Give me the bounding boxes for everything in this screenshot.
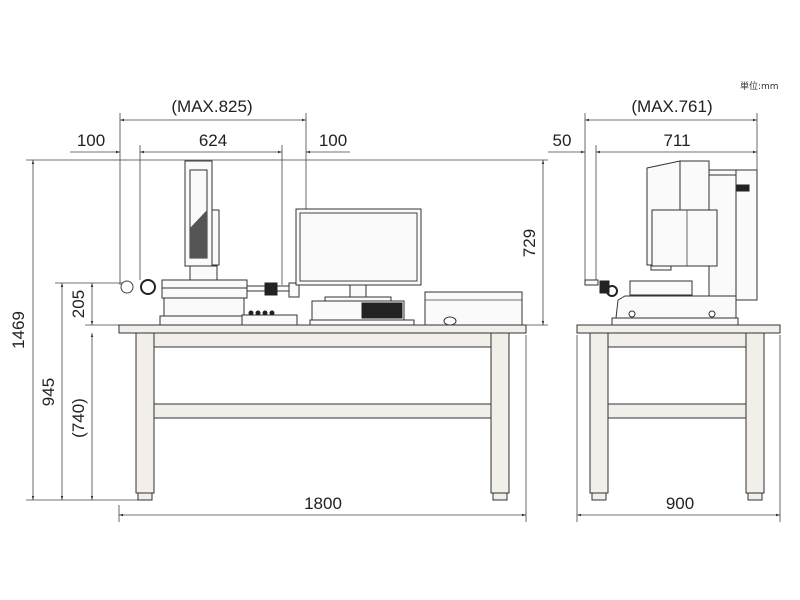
controller-box bbox=[424, 291, 523, 326]
right-clearance: 100 bbox=[319, 131, 347, 150]
table-height: (740) bbox=[69, 398, 88, 438]
machine-height: 729 bbox=[520, 229, 539, 257]
table-width: 1800 bbox=[304, 494, 342, 513]
total-height: 1469 bbox=[9, 311, 28, 349]
table-depth: 900 bbox=[666, 494, 694, 513]
vision-system-front bbox=[120, 160, 300, 326]
side-table bbox=[576, 324, 781, 501]
side-dimensions: (MAX.761) 50 711 900 bbox=[548, 97, 781, 522]
left-clearance: 100 bbox=[77, 131, 105, 150]
side-max-depth: (MAX.761) bbox=[631, 97, 712, 116]
front-table bbox=[118, 324, 527, 501]
machine-depth: 711 bbox=[663, 131, 690, 150]
vision-system-side bbox=[584, 160, 758, 326]
machine-width: 624 bbox=[199, 131, 227, 150]
front-clearance: 50 bbox=[553, 131, 572, 150]
stage-height: 945 bbox=[39, 378, 58, 406]
monitor bbox=[295, 208, 422, 302]
unit-label: 単位:mm bbox=[740, 80, 779, 92]
front-max-width: (MAX.825) bbox=[171, 97, 252, 116]
pc-unit bbox=[309, 300, 415, 326]
stage-above-table: 205 bbox=[69, 290, 88, 318]
